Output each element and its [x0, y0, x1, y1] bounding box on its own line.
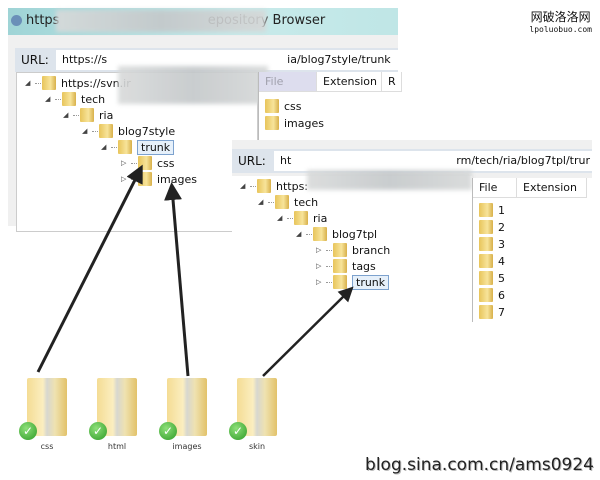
check-icon: ✓ [19, 422, 37, 440]
tree-item-trunk[interactable]: ▷trunk [316, 274, 390, 290]
tree-item-blog7style[interactable]: ◢blog7style [82, 124, 176, 138]
tree-item-ria[interactable]: ◢ria [277, 211, 328, 225]
local-folder-skin[interactable]: ✓skin [229, 378, 282, 451]
list-item[interactable]: images [265, 115, 324, 131]
column-file[interactable]: File [259, 72, 317, 92]
tree-item-tags[interactable]: ▷tags [316, 259, 376, 273]
tree-item-blog7tpl[interactable]: ◢blog7tpl [296, 227, 378, 241]
local-folder-css[interactable]: ✓css [19, 378, 72, 451]
list-item[interactable]: 2 [479, 219, 505, 235]
list-item[interactable]: 7 [479, 304, 505, 320]
tree-item-root[interactable]: ◢https://svn.ir [25, 76, 131, 90]
arrow-images [164, 182, 190, 377]
tree-item-branch[interactable]: ▷branch [316, 243, 391, 257]
list-item[interactable]: css [265, 98, 302, 114]
column-extension[interactable]: Extension [517, 178, 587, 198]
column-extension[interactable]: Extension [317, 72, 382, 92]
folder-icon: ✓ [229, 378, 277, 440]
title-prefix: https [26, 13, 60, 28]
tree-item-ria[interactable]: ◢ria [63, 108, 114, 122]
watermark: 网破洛洛网 lpoluobuo.com [529, 10, 592, 34]
local-folder-images[interactable]: ✓images [159, 378, 212, 451]
arrow-css [36, 164, 143, 373]
credit-text: blog.sina.com.cn/ams0924 [365, 455, 594, 475]
file-list: File Extension 1 2 3 4 5 6 7 [472, 178, 592, 322]
column-r[interactable]: R [382, 72, 402, 92]
url-label: URL: [238, 154, 266, 168]
list-item[interactable]: 6 [479, 287, 505, 303]
folder-icon: ✓ [19, 378, 67, 440]
check-icon: ✓ [159, 422, 177, 440]
local-folder-html[interactable]: ✓html [89, 378, 142, 451]
tree-item-css[interactable]: ▷css [121, 156, 175, 170]
list-item[interactable]: 1 [479, 202, 505, 218]
tree-item-trunk[interactable]: ◢trunk [101, 139, 175, 155]
app-icon [11, 15, 22, 26]
list-item[interactable]: 3 [479, 236, 505, 252]
list-item[interactable]: 4 [479, 253, 505, 269]
url-label: URL: [21, 53, 49, 67]
check-icon: ✓ [89, 422, 107, 440]
folder-icon: ✓ [89, 378, 137, 440]
tree-item-root[interactable]: ◢https: [240, 179, 309, 193]
tree-item-tech[interactable]: ◢tech [258, 195, 319, 209]
list-item[interactable]: 5 [479, 270, 505, 286]
folder-icon: ✓ [159, 378, 207, 440]
tree-item-tech[interactable]: ◢tech [45, 92, 106, 106]
column-file[interactable]: File [473, 178, 517, 198]
check-icon: ✓ [229, 422, 247, 440]
arrow-trunk [262, 286, 354, 377]
